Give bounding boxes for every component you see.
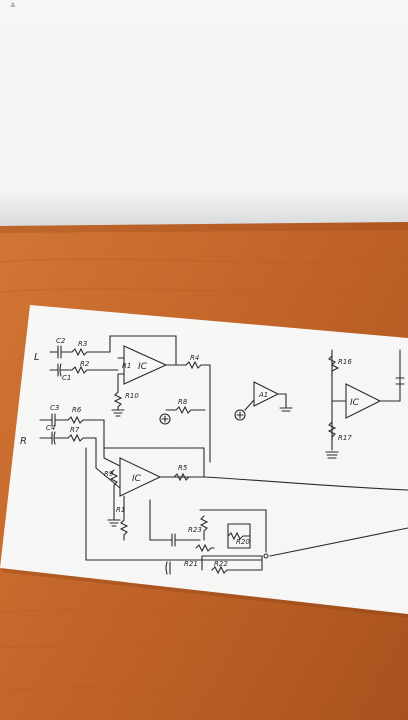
label-r10: R10 (125, 392, 139, 400)
label-r: R (20, 436, 27, 447)
wood-grain (0, 257, 408, 692)
label-r1: R1 (122, 362, 131, 370)
label-ic3: IC (350, 398, 360, 408)
label-r20: R20 (236, 538, 250, 546)
label-r7: R7 (70, 426, 80, 434)
paper-corner-mark: ≛ (10, 2, 16, 10)
label-l: L (34, 352, 40, 363)
top-paper-edge-shadow (0, 222, 408, 233)
label-r2: R2 (80, 360, 90, 368)
label-r17: R17 (338, 434, 352, 442)
label-c4: C4 (46, 424, 55, 432)
label-r21: R21 (184, 560, 198, 568)
label-a1: A1 (258, 391, 268, 399)
label-r3: R3 (78, 340, 87, 348)
label-r22: R22 (214, 560, 228, 568)
label-c3: C3 (50, 404, 59, 412)
label-r4: R4 (190, 354, 199, 362)
label-ic1: IC (138, 362, 148, 372)
label-r8: R8 (178, 398, 188, 406)
label-r16: R16 (338, 358, 352, 366)
label-r6: R6 (72, 406, 82, 414)
label-r5: R5 (178, 464, 188, 472)
label-r23: R23 (188, 526, 202, 534)
top-paper-sheet (0, 0, 408, 226)
label-ic2: IC (132, 474, 142, 484)
schematic-drawing (39, 335, 408, 575)
label-c1: C1 (62, 374, 71, 382)
schematic-labels: C2 R3 L C1 R2 R1 IC R4 R10 R8 A1 R16 IC … (20, 337, 360, 568)
label-r1b: R1 (116, 506, 125, 514)
label-r9: R9 (104, 470, 114, 478)
label-c2: C2 (56, 337, 66, 345)
